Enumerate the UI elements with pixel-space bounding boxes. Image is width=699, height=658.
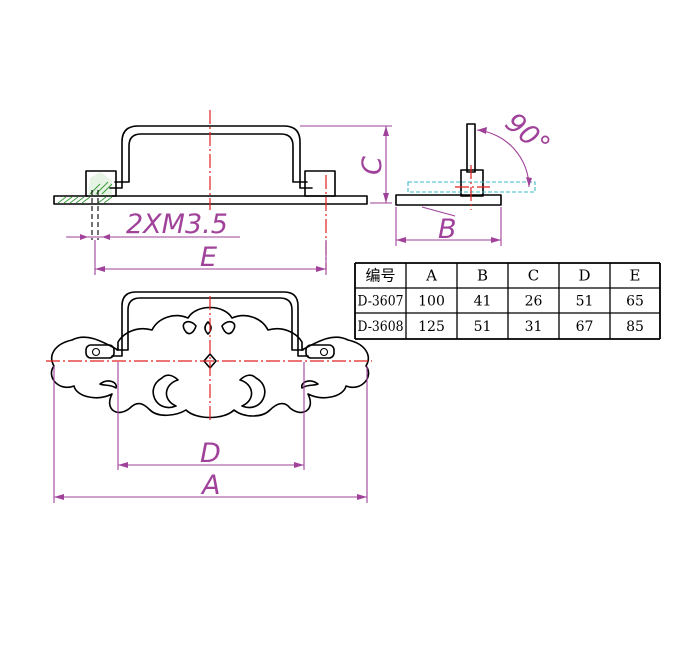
cutout-right-curl (300, 380, 319, 389)
table-cell: 85 (626, 319, 644, 335)
table-header-cell: B (477, 267, 488, 285)
right-screw-hole (319, 347, 329, 357)
table-cell: 67 (576, 319, 594, 335)
side-view: 90° B (395, 107, 556, 246)
table-cell: 65 (626, 294, 644, 310)
cutout-left-crescent (152, 374, 179, 409)
table-cell: D-3607 (358, 294, 404, 310)
table-cell: 100 (418, 294, 445, 310)
dimension-c: C (300, 125, 392, 204)
table-cell: 51 (474, 319, 492, 335)
top-bail-outer (111, 291, 309, 357)
d-label: D (200, 438, 221, 469)
cutout-left-curl (99, 380, 118, 389)
dimension-a: A (53, 366, 368, 503)
bail-outer (109, 125, 313, 189)
table-header-cell: D (578, 267, 590, 285)
left-slot (85, 344, 115, 359)
a-label: A (200, 470, 220, 501)
side-base (395, 194, 502, 206)
table-cell: 31 (525, 319, 543, 335)
right-slot (305, 344, 335, 359)
table-cell: 41 (474, 294, 492, 310)
thread-label: 2XM3.5 (126, 209, 228, 240)
top-view: D A (46, 291, 372, 503)
table-cell: D-3608 (358, 319, 404, 335)
left-post (85, 170, 117, 197)
table-header-cell: C (528, 267, 539, 285)
table-header-cell: A (425, 267, 437, 285)
dimension-d: D (117, 362, 305, 470)
table-header-cell: 编号 (365, 267, 395, 285)
cutout-left-small (182, 320, 197, 335)
front-view: 2XM3.5 E C (53, 110, 392, 275)
bail-inner (114, 133, 308, 183)
angle-dimension: 90° (476, 107, 556, 188)
b-label: B (438, 214, 457, 245)
section-hatch (55, 172, 113, 204)
side-bail (466, 123, 476, 173)
right-post (304, 170, 336, 197)
side-post (460, 169, 484, 197)
thread-dimension: 2XM3.5 (66, 209, 240, 240)
e-label: E (200, 242, 217, 273)
table-header-cell: E (630, 267, 641, 285)
left-screw-hole (91, 347, 101, 357)
cutout-right-crescent (239, 374, 266, 409)
table-cell: 26 (525, 294, 543, 310)
angle-label: 90° (499, 107, 556, 162)
dimension-b: B (395, 206, 502, 246)
table-cell: 125 (418, 319, 445, 335)
c-label: C (357, 156, 388, 175)
cutout-right-small (221, 320, 236, 335)
dimension-e: E (94, 240, 327, 275)
spec-table: 编号 A B C D E D-3607 100 41 26 51 65D-3608 125 51 31 67 8… (354, 262, 661, 340)
backplate-outline (50, 306, 370, 419)
table-cell: 51 (576, 294, 594, 310)
